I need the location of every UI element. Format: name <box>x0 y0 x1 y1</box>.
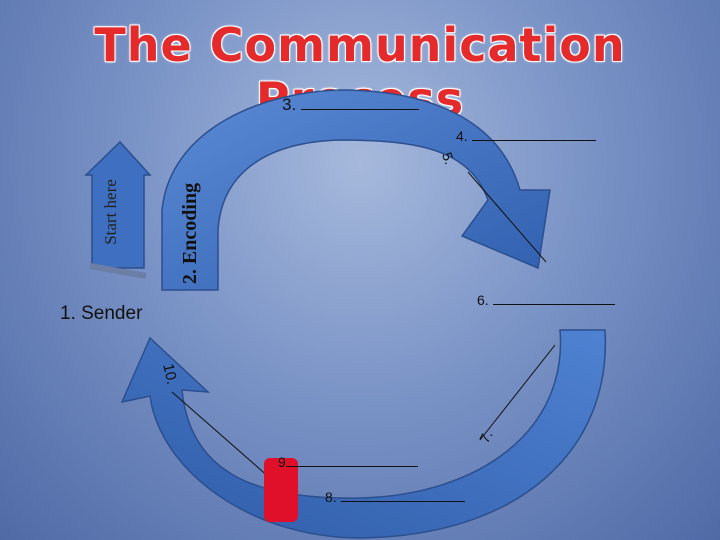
bottom-curved-arrow <box>120 329 607 539</box>
start-arrow <box>84 140 152 269</box>
step9-number: 9 <box>278 454 286 470</box>
step3-number: 3. <box>282 95 301 114</box>
step6-number: 6. <box>477 292 493 308</box>
step1-label: 1. Sender <box>60 303 142 325</box>
step3-blank[interactable] <box>300 95 419 110</box>
red-marker <box>264 458 298 522</box>
step3-label: 3. <box>282 95 419 115</box>
line-5 <box>467 171 547 263</box>
step8-number: 8. <box>325 489 341 505</box>
sender-text: Sender <box>81 303 143 324</box>
line-10 <box>171 391 271 479</box>
step6-label: 6. <box>477 290 615 308</box>
start-here-label: Start here <box>100 179 120 245</box>
step8-label: 8. <box>325 487 465 505</box>
step4-label: 4. <box>456 126 596 144</box>
step9-label: 9 <box>278 452 418 470</box>
line-7 <box>479 344 556 441</box>
start-arrow-shadow <box>89 263 147 279</box>
step6-blank[interactable] <box>492 290 615 305</box>
step8-blank[interactable] <box>340 487 465 502</box>
step4-number: 4. <box>456 128 472 144</box>
step4-blank[interactable] <box>471 126 596 141</box>
encoding-label: 2. Encoding <box>179 182 202 285</box>
top-curved-arrow <box>161 89 551 291</box>
step1-number: 1. <box>60 303 82 324</box>
step9-blank[interactable] <box>285 452 418 467</box>
